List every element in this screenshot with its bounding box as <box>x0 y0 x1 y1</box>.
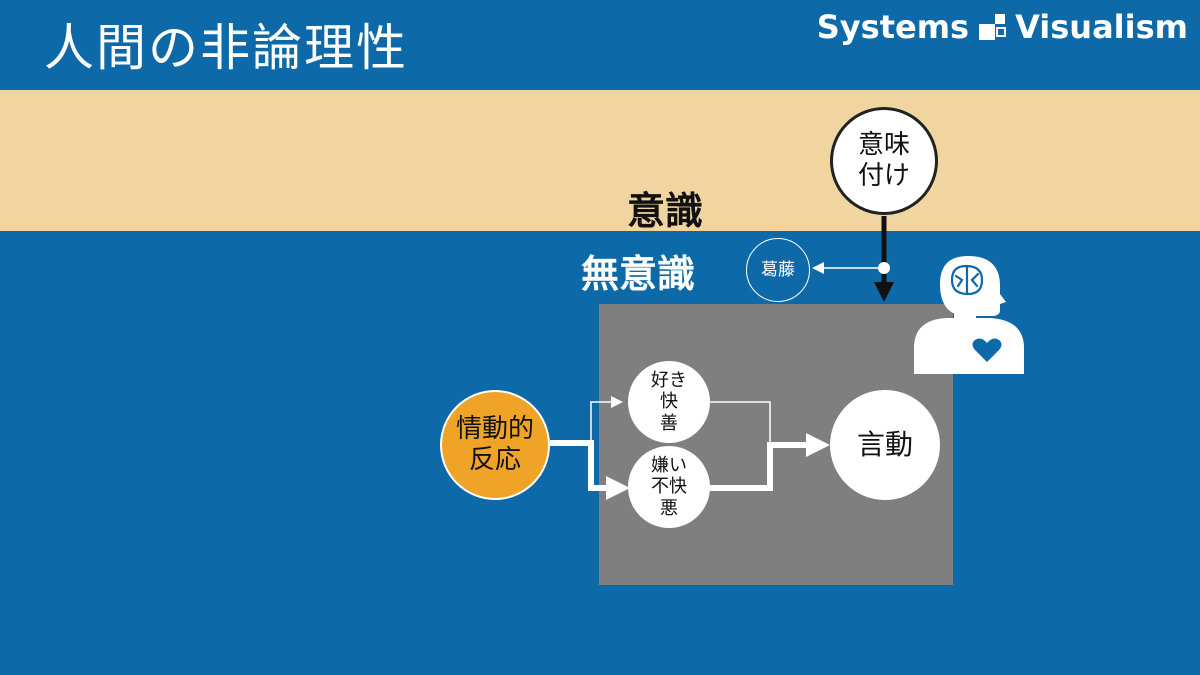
node-conflict-label: 葛藤 <box>761 259 795 280</box>
label-unconscious: 無意識 <box>581 252 696 296</box>
node-meaning-label: 意味 付け <box>857 129 910 191</box>
emotion-to-dislike-line <box>550 440 630 500</box>
brand-logo-wordmark: Systems Visualism <box>817 8 1188 46</box>
dislike-to-action-line <box>710 433 830 491</box>
node-emotion-label: 情動的 反応 <box>455 413 534 475</box>
node-emotion: 情動的 反応 <box>440 390 550 500</box>
label-conscious: 意識 <box>627 189 704 233</box>
node-dislike-label: 嫌い 不快 悪 <box>651 454 687 519</box>
node-like-label: 好き 快 善 <box>651 369 687 434</box>
emotion-to-like-line <box>550 396 623 444</box>
puzzle-blocks-icon <box>979 14 1007 40</box>
branch-point <box>878 262 890 274</box>
conscious-band <box>0 90 1200 231</box>
node-dislike: 嫌い 不快 悪 <box>628 446 710 528</box>
node-action: 言動 <box>830 390 940 500</box>
node-conflict: 葛藤 <box>746 238 810 302</box>
person-with-brain-and-heart-icon <box>914 256 1024 374</box>
node-meaning: 意味 付け <box>830 107 938 215</box>
brand-name-right: Visualism <box>1015 8 1188 46</box>
brand-name-left: Systems <box>816 8 970 46</box>
brain-icon <box>950 264 984 296</box>
node-like: 好き 快 善 <box>628 361 710 443</box>
heart-icon <box>972 338 1002 362</box>
slide-title: 人間の非論理性 <box>44 19 408 77</box>
node-action-label: 言動 <box>856 428 913 462</box>
like-to-action-line <box>710 401 771 445</box>
